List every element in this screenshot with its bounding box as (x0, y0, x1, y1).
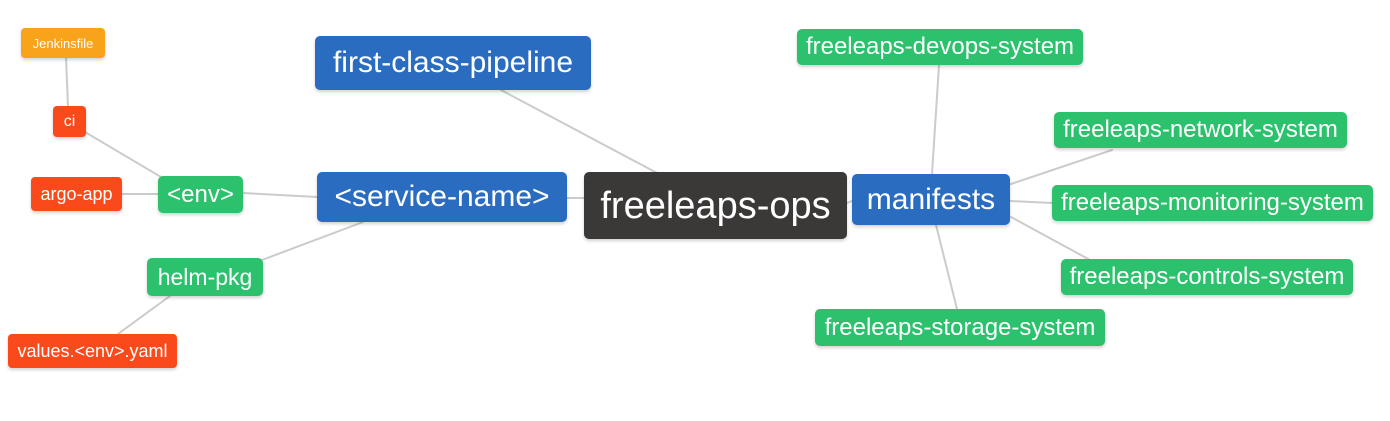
edge-values-helm-pkg (117, 295, 171, 335)
node-first-class-pipeline[interactable]: first-class-pipeline (315, 36, 591, 90)
node-monitoring-system[interactable]: freeleaps-monitoring-system (1052, 185, 1373, 221)
edge-manifests-network (1010, 149, 1113, 185)
edge-ops-manifests (846, 200, 853, 204)
node-argo-app[interactable]: argo-app (31, 177, 122, 211)
edge-manifests-monitoring (1009, 200, 1053, 204)
edge-manifests-devops (931, 64, 940, 175)
node-values-env-yaml[interactable]: values.<env>.yaml (8, 334, 177, 368)
node-helm-pkg[interactable]: helm-pkg (147, 258, 263, 296)
edge-ci-env (84, 131, 167, 181)
edge-manifests-storage (935, 224, 958, 310)
node-storage-system[interactable]: freeleaps-storage-system (815, 309, 1105, 346)
edge-manifests-controls (1010, 216, 1091, 261)
node-env[interactable]: <env> (158, 176, 243, 213)
node-manifests[interactable]: manifests (852, 174, 1010, 225)
node-controls-system[interactable]: freeleaps-controls-system (1061, 259, 1353, 295)
edge-env-service-name (242, 192, 318, 198)
edge-pipeline-ops (500, 89, 658, 174)
edge-helm-pkg-service-name (261, 221, 364, 261)
node-service-name[interactable]: <service-name> (317, 172, 567, 222)
node-freeleaps-ops[interactable]: freeleaps-ops (584, 172, 847, 239)
edge-jenkinsfile-ci (65, 57, 69, 107)
node-network-system[interactable]: freeleaps-network-system (1054, 112, 1347, 148)
node-ci[interactable]: ci (53, 106, 86, 137)
node-jenkinsfile[interactable]: Jenkinsfile (21, 28, 105, 58)
node-devops-system[interactable]: freeleaps-devops-system (797, 29, 1083, 65)
